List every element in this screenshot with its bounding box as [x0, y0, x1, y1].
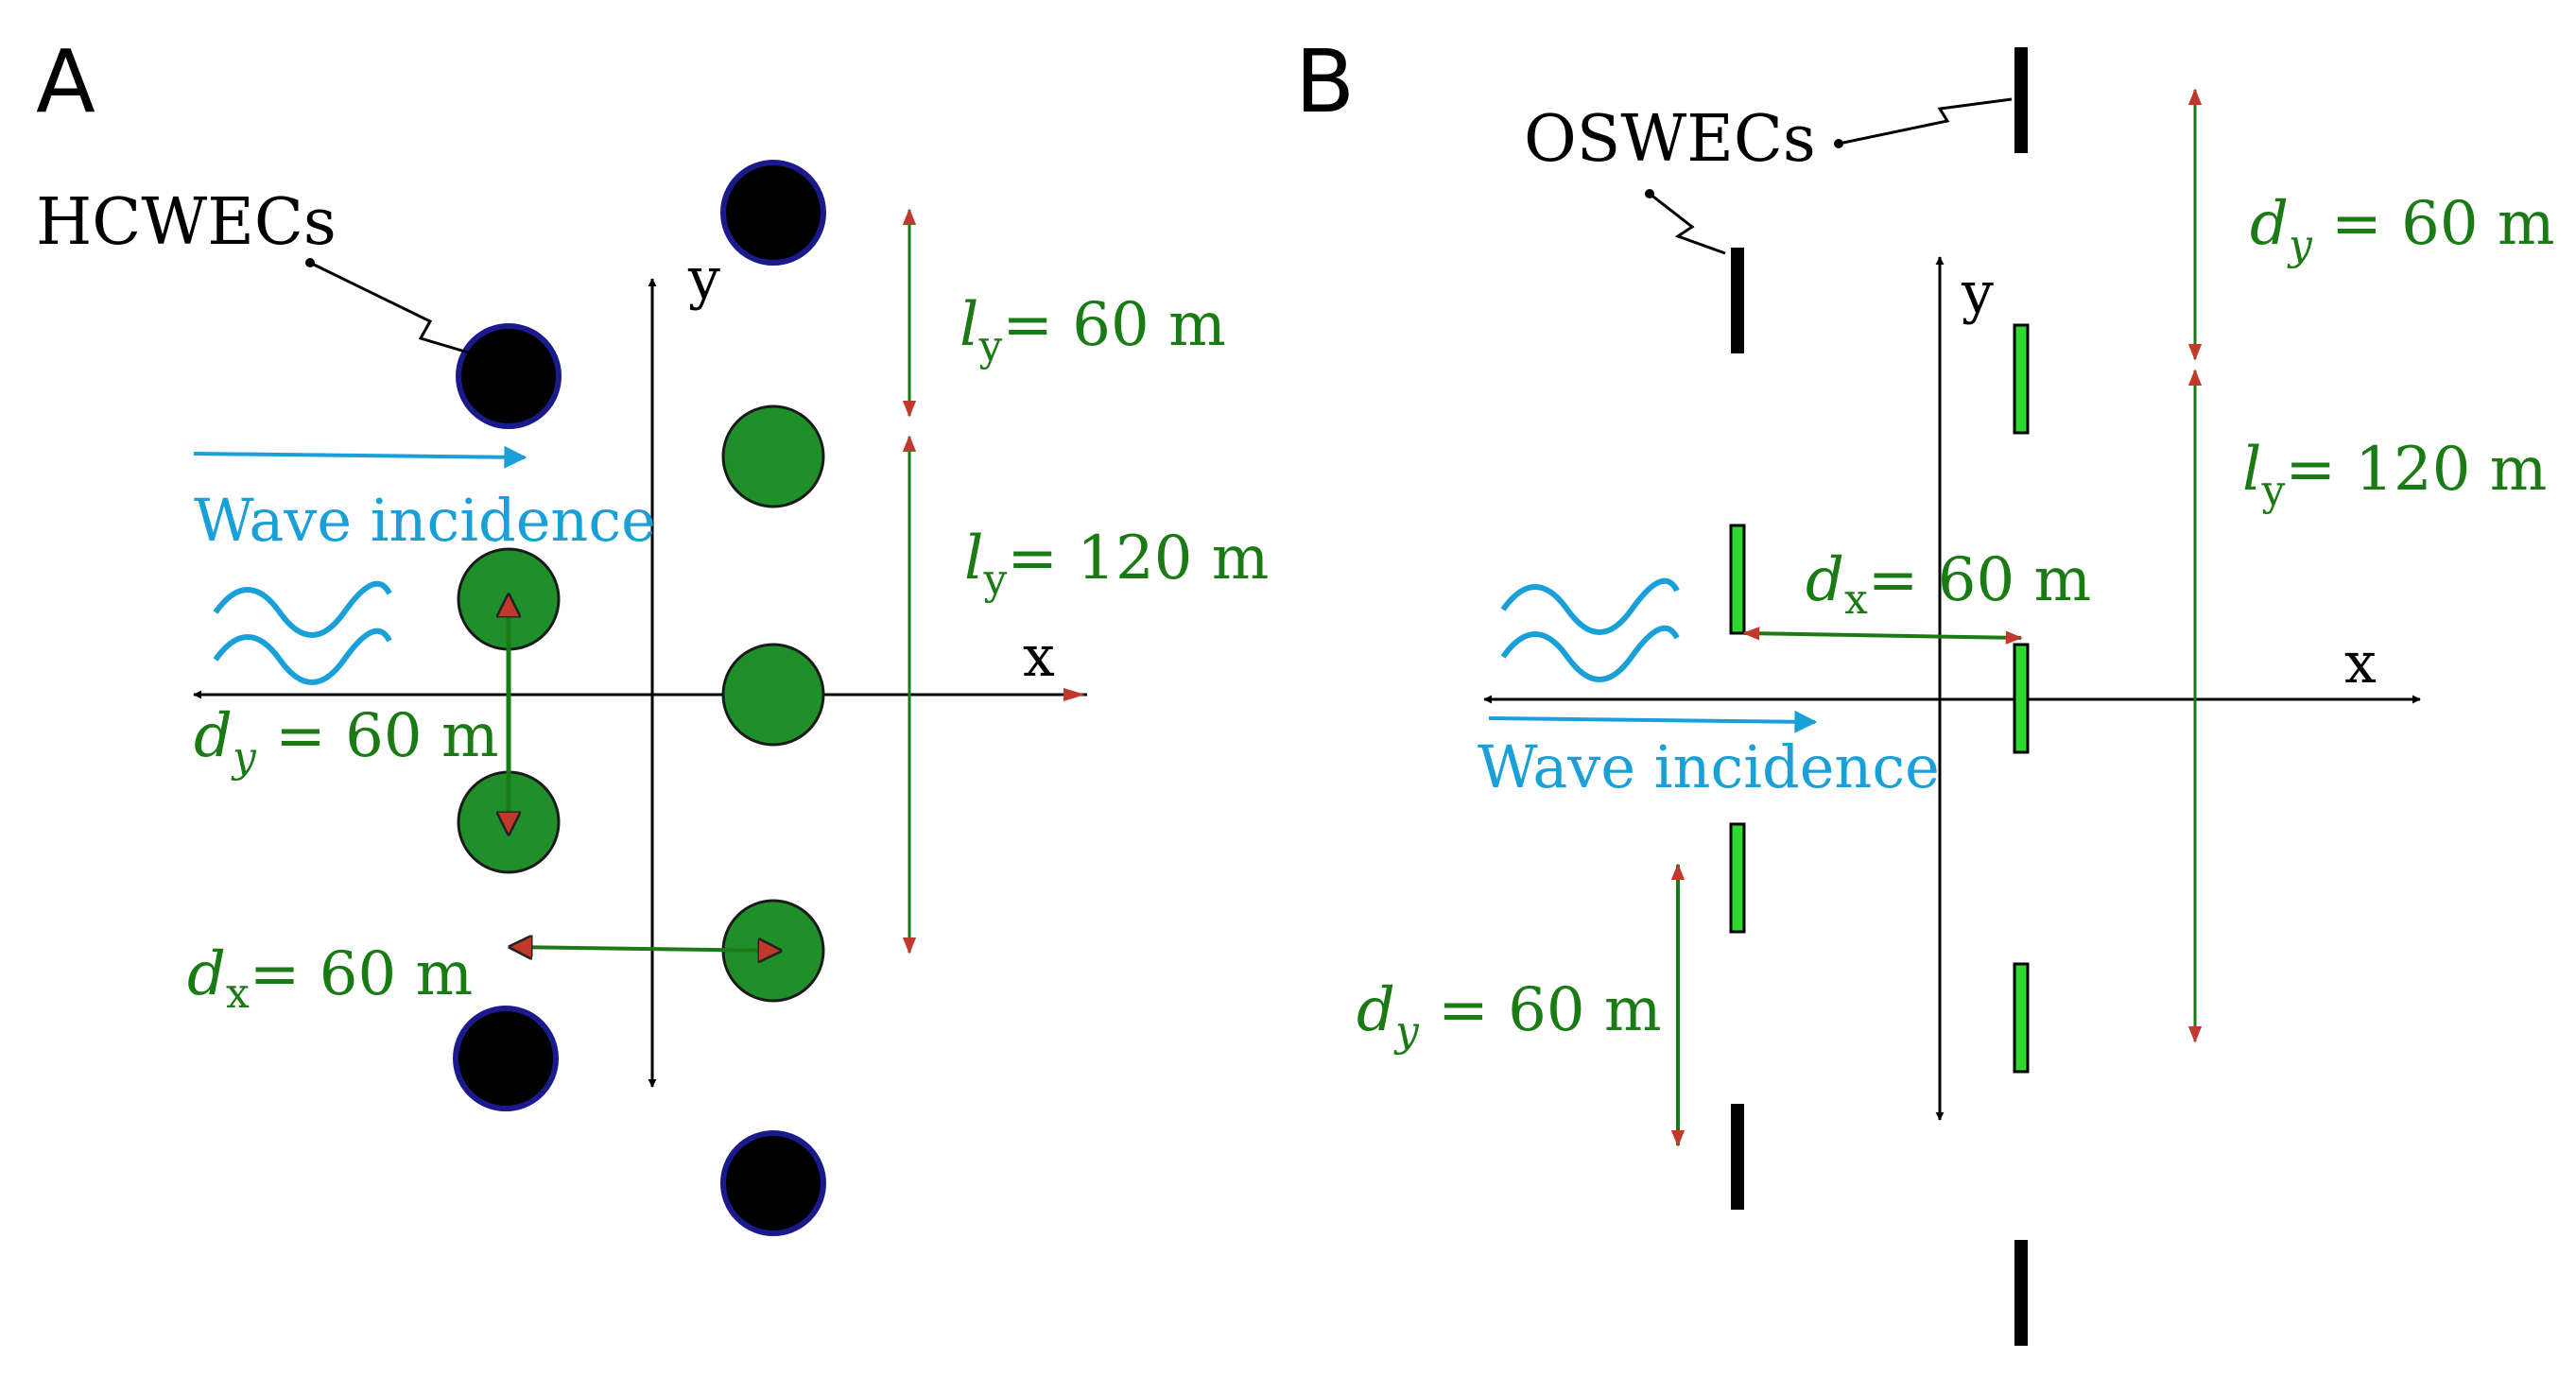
- panel-b-y-label: y: [1961, 260, 1994, 326]
- panel-a-dy-label: dy = 60 m: [194, 701, 499, 782]
- panel-a-ly-small-label: ly= 60 m: [960, 290, 1226, 370]
- panel-b-dy-bottom-label: dy = 60 m: [1357, 975, 1662, 1056]
- panel-a-wave-arrow: [193, 445, 527, 469]
- wave-icon: [213, 580, 392, 685]
- panel-b-device-leader: [1838, 97, 2013, 146]
- oswec-green: [2013, 643, 2030, 754]
- panel-b-ly-large-label: ly= 120 m: [2242, 435, 2547, 515]
- oswec-black: [1731, 248, 1744, 353]
- panel-a-x-label: x: [1023, 624, 1055, 690]
- panel-b-dx-arrow: [1742, 627, 2023, 645]
- panel-a-x-axis-tip: [1063, 688, 1085, 701]
- panel-a-dx-arrow: [510, 947, 780, 951]
- hcwec-green: [721, 643, 825, 747]
- panel-a-dx-label: dx= 60 m: [187, 939, 473, 1018]
- hcwec-black: [456, 323, 562, 429]
- oswec-black: [2014, 47, 2028, 153]
- oswec-green: [1729, 822, 1746, 934]
- hcwec-black: [453, 1006, 559, 1111]
- panel-a-letter: A: [36, 31, 95, 132]
- panel-a-wave-label: Wave incidence: [194, 486, 656, 555]
- panel-b-x-label: x: [2344, 630, 2377, 697]
- panel-a-device-leader: [309, 261, 475, 356]
- oswec-green: [1729, 524, 1746, 635]
- panel-a-device-label: HCWECs: [36, 185, 337, 260]
- panel-b: B x y OSWECs Wave incidence dy = 60: [1295, 31, 2555, 1346]
- panel-b-leader-dot: [1834, 139, 1843, 148]
- panel-a: A x y HCWECs Wave incidence ly= 60 m: [36, 31, 1269, 1236]
- hcwec-green: [721, 404, 825, 508]
- wave-icon: [1500, 577, 1680, 682]
- panel-b-wave-arrow: [1488, 710, 1818, 733]
- oswec-green: [2013, 323, 2030, 435]
- panel-a-leader-dot: [305, 258, 315, 267]
- panel-b-device-label: OSWECs: [1524, 102, 1816, 177]
- panel-b-letter: B: [1295, 31, 1355, 132]
- panel-a-ly-large-label: ly= 120 m: [964, 524, 1269, 604]
- oswec-black: [2014, 1240, 2028, 1346]
- panel-b-leader-dot-2: [1645, 189, 1654, 198]
- hcwec-black: [720, 160, 826, 266]
- panel-b-dy-top-label: dy = 60 m: [2250, 189, 2555, 269]
- hcwec-black: [720, 1130, 826, 1236]
- oswec-black: [1731, 1104, 1744, 1210]
- panel-b-device-leader-2: [1649, 192, 1726, 255]
- panel-a-y-label: y: [687, 246, 720, 312]
- oswec-green: [2013, 962, 2030, 1074]
- panel-b-dx-label: dx= 60 m: [1806, 545, 2091, 624]
- panel-b-wave-label: Wave incidence: [1478, 732, 1940, 801]
